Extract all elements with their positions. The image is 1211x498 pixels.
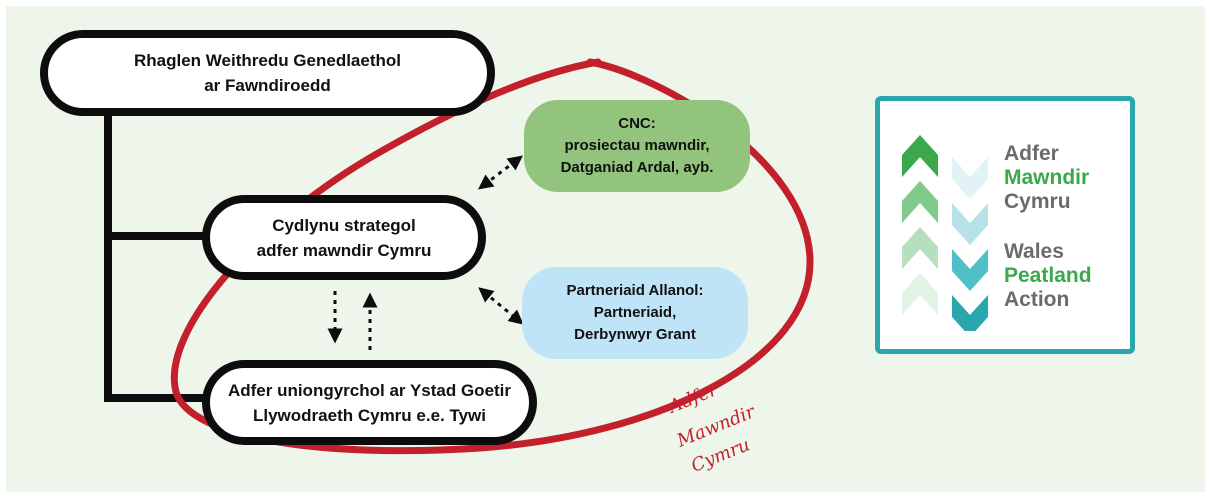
chevron-arrows-icon (902, 135, 988, 331)
node-external-line-1: Partneriaid Allanol: (566, 282, 704, 299)
node-strategic-line-1: Cydlynu strategol (272, 215, 416, 235)
red-ellipse-stroke (170, 58, 814, 455)
node-strategic-line-2: adfer mawndir Cymru (256, 240, 432, 260)
node-cnc: CNC: prosiectau mawndir, Datganiad Ardal… (524, 100, 750, 192)
node-strategic-coordination: Cydlynu strategol adfer mawndir Cymru (202, 195, 486, 280)
logo-english-line-1: Wales (1004, 240, 1064, 263)
logo-welsh-line-2: Mawndir (1004, 166, 1090, 189)
node-external-partners: Partneriaid Allanol: Partneriaid, Derbyn… (522, 267, 748, 359)
node-cnc-line-1: CNC: (618, 115, 656, 132)
node-national-programme-line-1: Rhaglen Weithredu Genedlaethol (134, 51, 401, 70)
arrow-strategic-cnc (478, 155, 523, 190)
node-estate-line-2: Llywodraeth Cymru e.e. Tywi (252, 405, 487, 425)
tree-connector-line (104, 112, 210, 402)
logo-welsh-line-3: Cymru (1004, 190, 1071, 213)
node-national-programme: Rhaglen Weithredu Genedlaethol ar Fawndi… (40, 30, 495, 116)
node-estate-restoration: Adfer uniongyrchol ar Ystad Goetir Llywo… (202, 360, 537, 445)
logo-english-line-3: Action (1004, 288, 1070, 311)
node-national-programme-line-2: ar Fawndiroedd (204, 76, 331, 95)
logo-english-line-2: Peatland (1004, 264, 1092, 287)
node-external-line-3: Derbynwyr Grant (574, 326, 696, 343)
node-estate-line-1: Adfer uniongyrchol ar Ystad Goetir (227, 380, 512, 400)
arrow-strategic-external (478, 287, 524, 325)
node-cnc-line-2: prosiectau mawndir, (564, 137, 710, 154)
node-cnc-line-3: Datganiad Ardal, ayb. (560, 159, 714, 176)
logo-welsh-line-1: Adfer (1004, 142, 1059, 165)
node-external-line-2: Partneriaid, (593, 304, 677, 321)
wales-peatland-action-logo: Adfer Mawndir Cymru Wales Peatland Actio… (875, 96, 1135, 354)
